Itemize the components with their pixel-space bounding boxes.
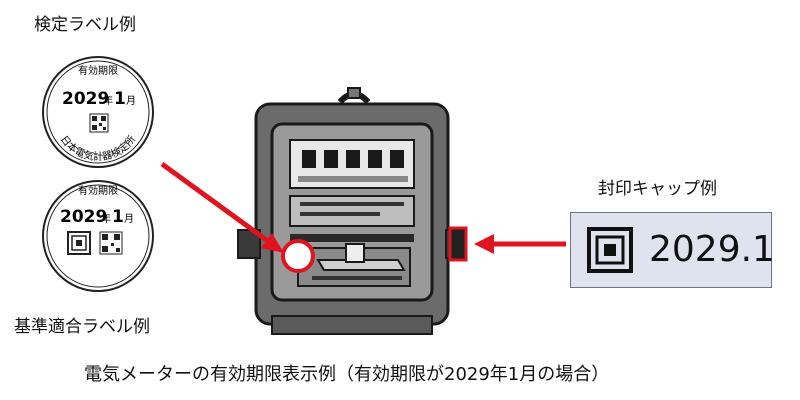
seal-mark-icon bbox=[587, 227, 633, 273]
conformity-label: 有効期限 2029 年 1 月 bbox=[42, 180, 154, 292]
qr-code-icon bbox=[99, 231, 123, 255]
inspection-label: 有効期限 2029 年 1 月 日本電気計器検定所 bbox=[42, 56, 154, 168]
conformity-ring-top: 有効期限 bbox=[78, 184, 118, 197]
seal-cap-value: 2029.1 bbox=[649, 229, 775, 270]
label-arrow-head bbox=[261, 233, 284, 253]
inspection-year: 2029 bbox=[62, 89, 109, 109]
label-arrow-line bbox=[160, 161, 274, 247]
conformity-year: 2029 bbox=[60, 207, 107, 227]
inspection-month: 1 bbox=[114, 89, 126, 109]
inspection-year-unit: 年 bbox=[103, 94, 113, 107]
seal-cap-box: 2029.1 bbox=[570, 212, 775, 288]
inspection-ring-top: 有効期限 bbox=[78, 64, 118, 77]
meter-seal-highlight bbox=[448, 226, 468, 262]
conformity-month-unit: 月 bbox=[124, 213, 134, 225]
caption: 電気メーターの有効期限表示例（有効期限が2029年1月の場合） bbox=[84, 364, 610, 385]
qr-code-icon bbox=[89, 113, 109, 133]
inspection-label-title: 検定ラベル例 bbox=[34, 15, 136, 35]
seal-mark-icon bbox=[67, 231, 91, 255]
conformity-label-title: 基準適合ラベル例 bbox=[14, 317, 150, 337]
seal-arrow-head bbox=[474, 234, 494, 254]
meter-label-highlight bbox=[281, 239, 315, 273]
electric-meter-illustration bbox=[237, 87, 468, 335]
conformity-month: 1 bbox=[112, 207, 124, 227]
seal-cap-title: 封印キャップ例 bbox=[598, 179, 717, 199]
inspection-month-unit: 月 bbox=[126, 95, 136, 107]
conformity-year-unit: 年 bbox=[101, 212, 111, 225]
